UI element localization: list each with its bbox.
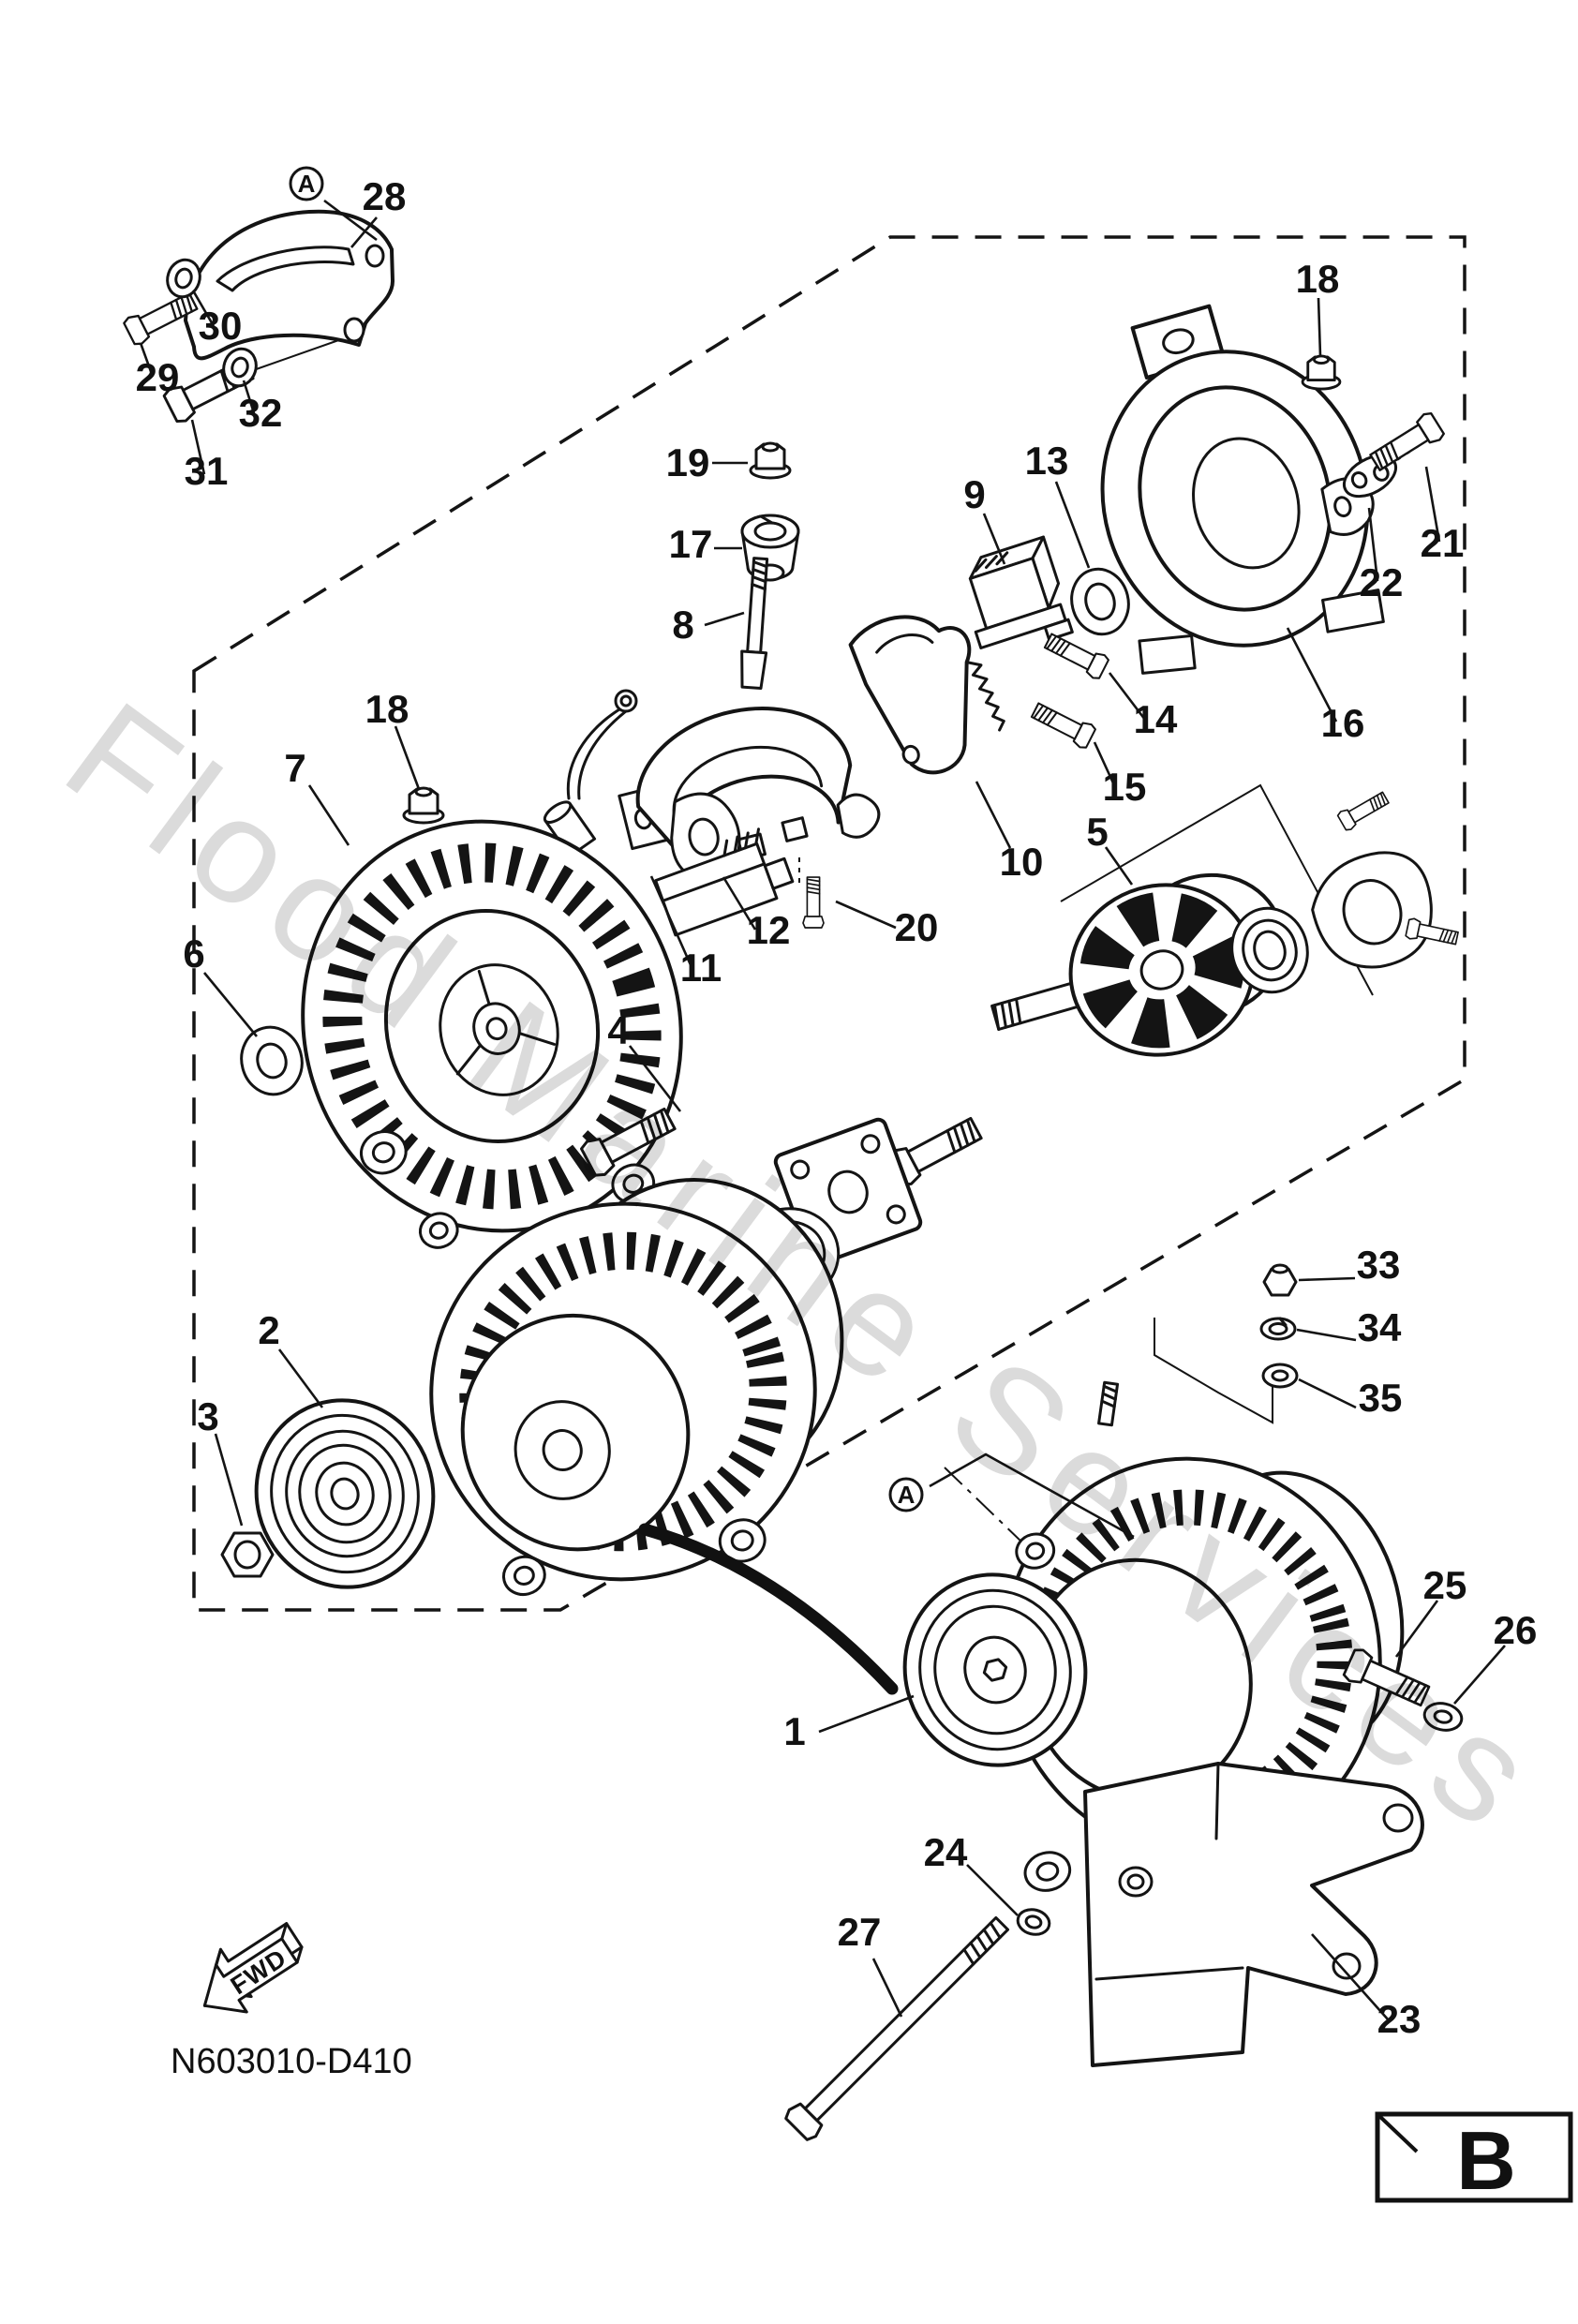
part-pulley-2 (254, 1398, 436, 1589)
view-marker-a-bottom-label: A (898, 1481, 916, 1509)
callout-18-right: 18 (1296, 257, 1340, 301)
part-nut-33 (1262, 1263, 1298, 1297)
part-regulator-9 (968, 535, 1074, 649)
dashed-boundary-box (192, 235, 1466, 1612)
callout-5: 5 (1086, 810, 1108, 854)
part-bearing-retainer (1311, 851, 1433, 969)
part-bolt-15 (1028, 697, 1098, 752)
part-nut-18-right (1301, 354, 1342, 391)
page-marker-box: B (1375, 2111, 1573, 2207)
callout-12: 12 (747, 908, 791, 952)
part-washer-35 (1261, 1363, 1299, 1389)
part-washer-6 (240, 1025, 304, 1096)
callout-25: 25 (1423, 1563, 1467, 1607)
callout-17: 17 (669, 522, 713, 566)
callout-13: 13 (1025, 439, 1069, 483)
callout-32: 32 (239, 391, 283, 435)
part-cover-arm-10 (848, 615, 1005, 775)
part-bracket-28 (184, 209, 394, 361)
callout-24: 24 (924, 1830, 968, 1874)
part-washer-26 (1422, 1702, 1464, 1732)
part-bearing-13 (1070, 567, 1130, 636)
callout-leaders (139, 199, 1506, 2021)
part-bushing-17 (740, 514, 800, 582)
part-nut-3 (220, 1531, 275, 1578)
part-front-cover-7 (301, 819, 683, 1249)
callout-9: 9 (963, 472, 985, 516)
callout-31: 31 (185, 449, 229, 493)
callout-35: 35 (1359, 1376, 1403, 1420)
part-nut-19 (749, 441, 792, 480)
callout-34: 34 (1358, 1305, 1402, 1349)
callout-7: 7 (284, 746, 305, 790)
part-bolt-21 (1365, 410, 1447, 477)
belt-swoosh (638, 1523, 899, 1695)
callout-29: 29 (136, 355, 180, 399)
callout-21: 21 (1421, 521, 1465, 565)
part-brush-holder (618, 707, 881, 861)
callout-22: 22 (1360, 560, 1404, 604)
callout-20: 20 (895, 905, 939, 949)
part-bracket-23 (1083, 1762, 1424, 2067)
part-nut-18-left (402, 786, 445, 825)
callout-18-left: 18 (365, 687, 409, 731)
callout-2: 2 (258, 1308, 279, 1352)
callout-11: 11 (680, 946, 722, 990)
view-marker-a-bottom: A (888, 1477, 924, 1512)
part-bolt-27 (784, 1915, 1010, 2141)
part-stator-connector (654, 827, 795, 937)
part-terminal-stud-8 (740, 557, 769, 690)
watermark-text: Flood Marine Services (37, 671, 1572, 1867)
callout-19: 19 (666, 440, 710, 484)
page-marker-letter: B (1456, 2114, 1516, 2207)
callout-26: 26 (1494, 1608, 1538, 1652)
view-marker-a-top: A (289, 166, 324, 201)
callout-4: 4 (607, 1008, 630, 1052)
drawing-code: N603010-D410 (171, 2042, 412, 2081)
part-screw-20 (802, 876, 825, 929)
callout-14: 14 (1134, 697, 1178, 741)
callout-23: 23 (1377, 1997, 1422, 2041)
callout-33: 33 (1357, 1243, 1401, 1287)
callout-28: 28 (363, 174, 407, 218)
part-rotor-bearing (1230, 906, 1309, 994)
part-washer-24 (1016, 1908, 1051, 1936)
callout-10: 10 (1000, 840, 1044, 884)
callout-1: 1 (783, 1709, 805, 1753)
callout-30: 30 (199, 304, 243, 348)
view-marker-a-top-label: A (298, 170, 316, 198)
callout-16: 16 (1321, 701, 1365, 745)
callout-3: 3 (197, 1394, 218, 1438)
callout-15: 15 (1103, 765, 1147, 809)
callout-8: 8 (672, 603, 693, 647)
part-lock-washer-34 (1259, 1317, 1297, 1341)
part-alternator-case-assembly (429, 1178, 844, 1597)
fwd-arrow: FWD (202, 1922, 304, 2014)
part-bolt-14 (1041, 628, 1111, 682)
part-retainer-stud-upper (1335, 787, 1392, 833)
callout-27: 27 (838, 1910, 882, 1954)
callout-6: 6 (183, 931, 204, 976)
